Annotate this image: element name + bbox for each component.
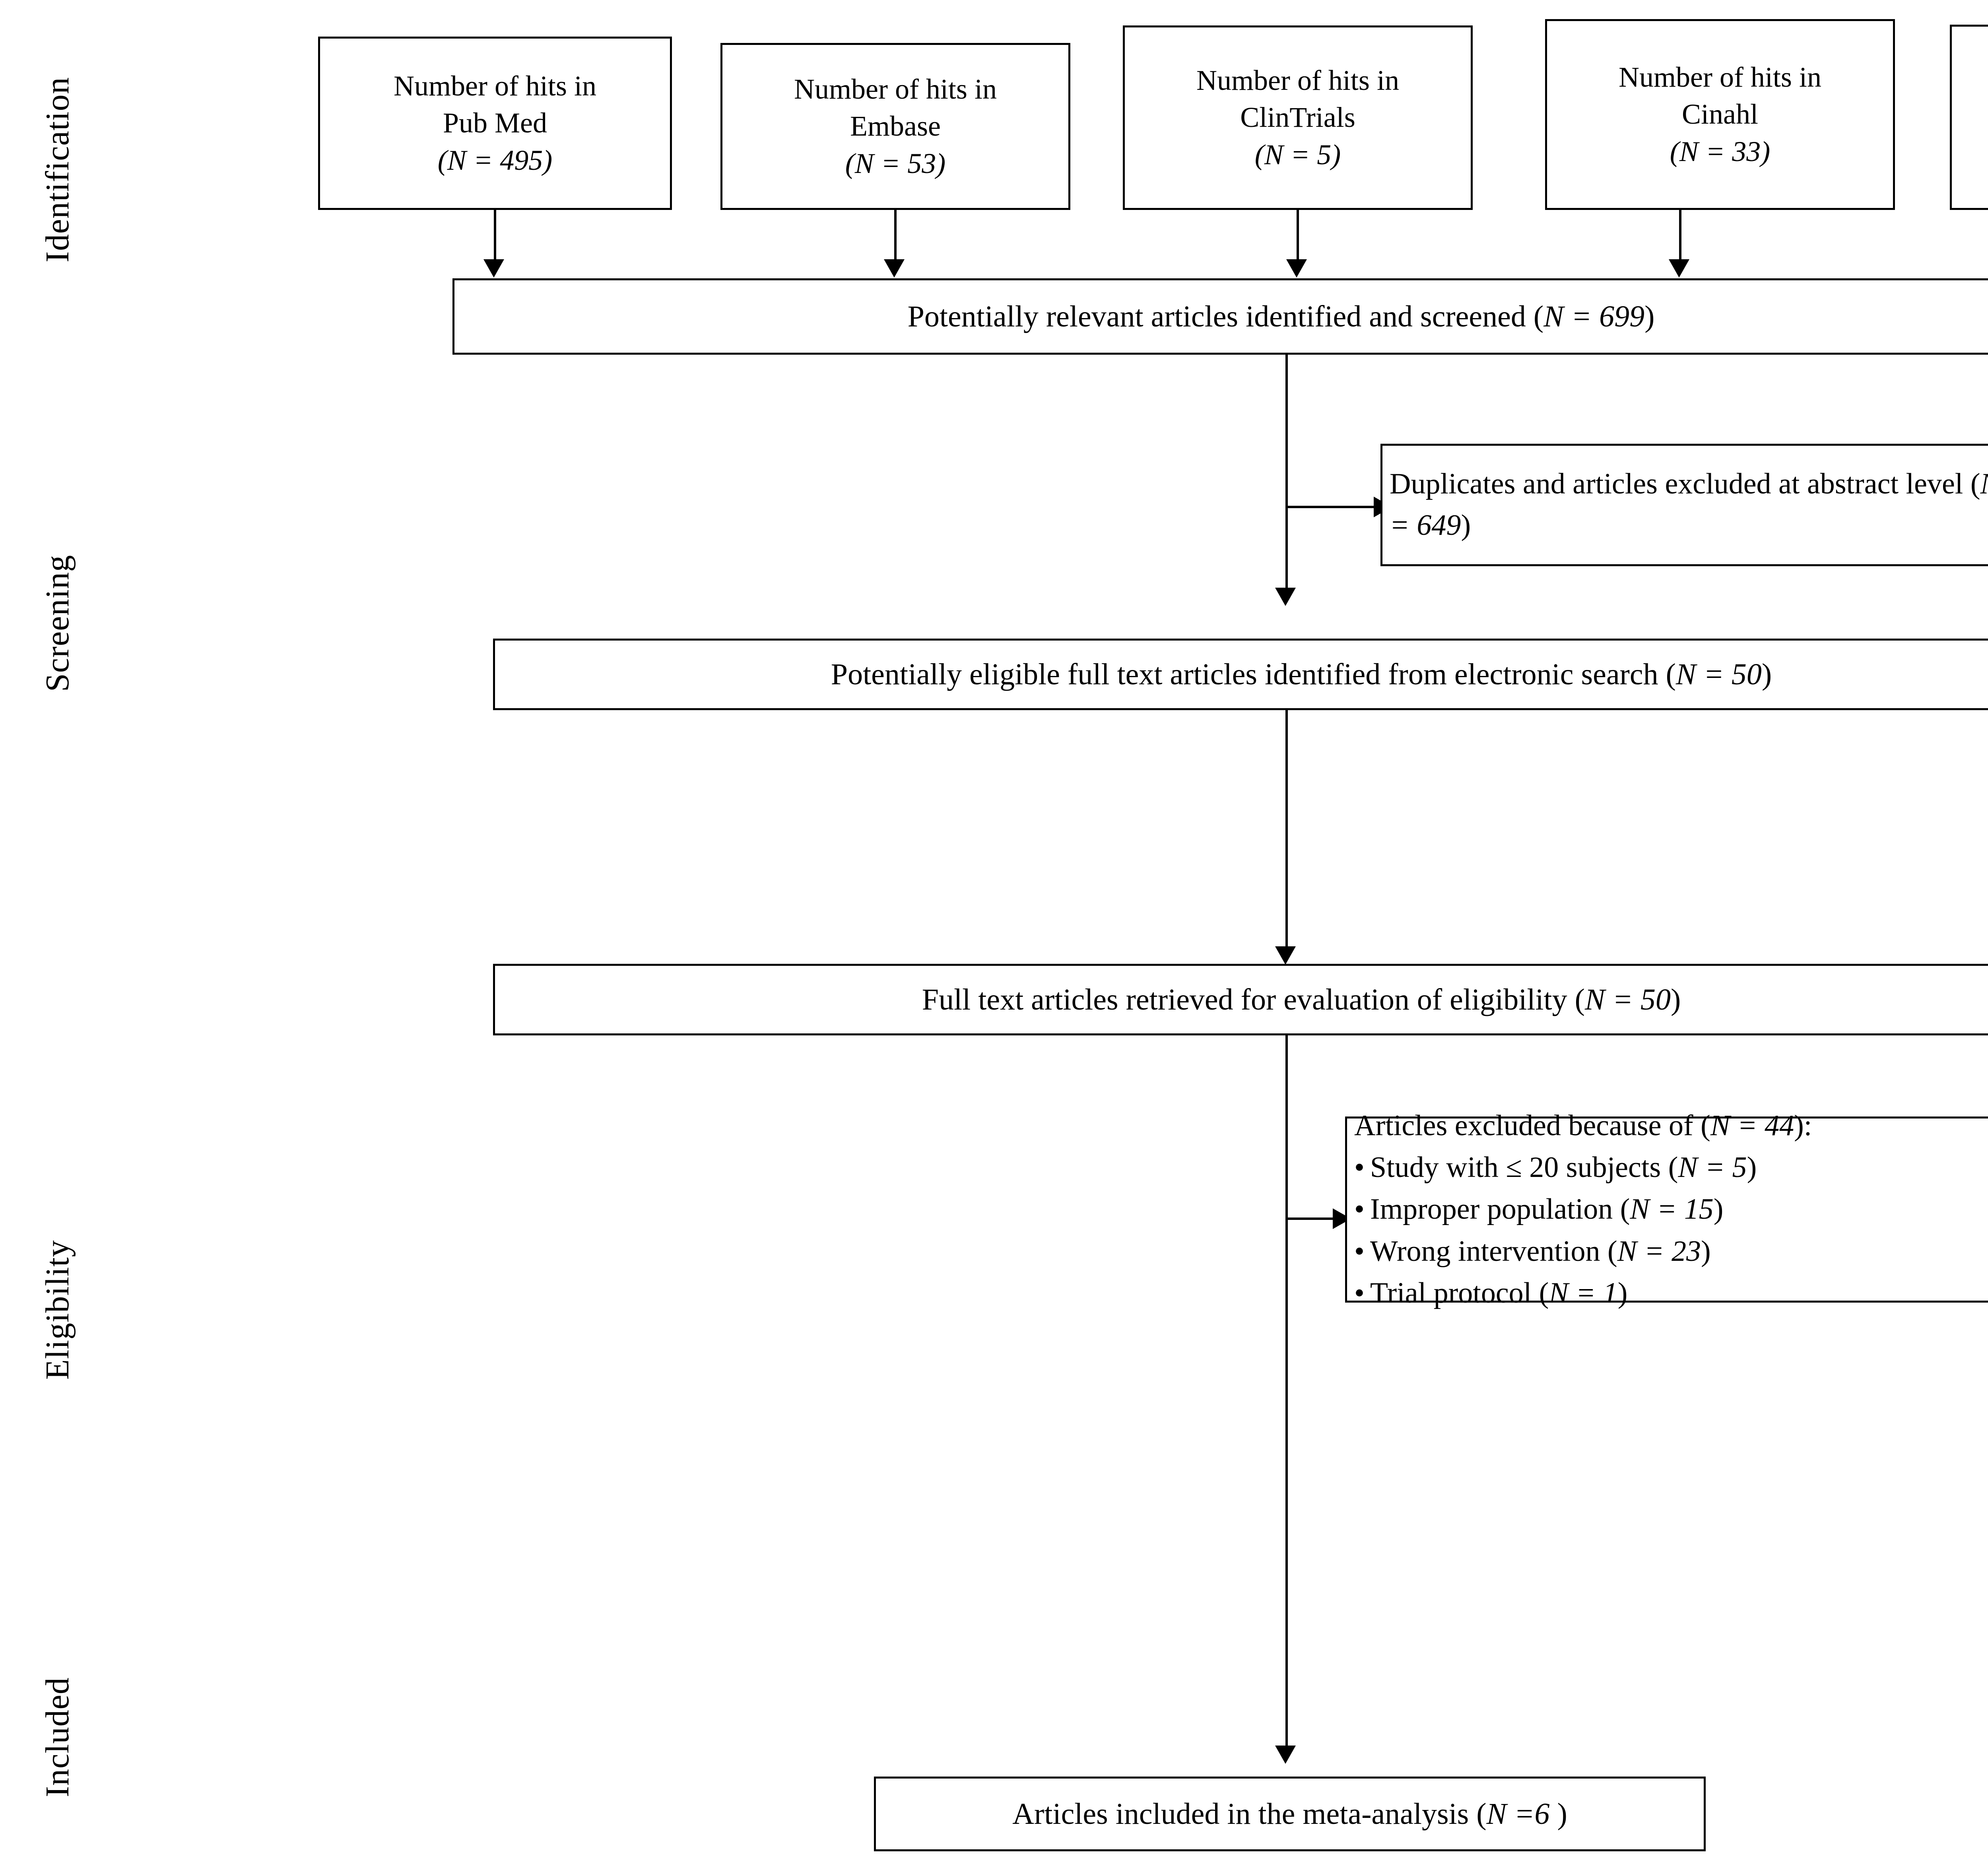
source-box-cinahl: Number of hits in Cinahl (N = 33) — [1545, 19, 1895, 210]
connector-clintrials-to-screened — [1297, 210, 1299, 261]
arrowhead-embase — [884, 259, 905, 278]
source-count: (N = 5) — [1254, 138, 1341, 171]
source-label-line2: ClinTrials — [1240, 101, 1355, 134]
stage-label-included: Included — [39, 1677, 76, 1797]
connector-retrieved-to-included — [1285, 1035, 1288, 1747]
source-count: (N = 53) — [845, 147, 946, 179]
node-box-retrieved: Full text articles retrieved for evaluat… — [493, 964, 1988, 1035]
node-text-included: Articles included in the meta-analysis (… — [1012, 1797, 1567, 1831]
excluded-reason: Improper population (N = 15) — [1354, 1188, 1988, 1230]
excluded-heading: Articles excluded because of (N = 44): — [1354, 1109, 1812, 1142]
duplicates-line2: abstract level (N = 649) — [1390, 468, 1988, 542]
arrowhead-retrieved-to-included — [1275, 1746, 1296, 1764]
node-text-screened: Potentially relevant articles identified… — [907, 299, 1655, 333]
source-label-line2: Cinahl — [1682, 98, 1758, 130]
connector-screened-to-duplicates — [1285, 506, 1376, 508]
source-label-line2: Pub Med — [443, 107, 547, 139]
node-box-included: Articles included in the meta-analysis (… — [874, 1777, 1706, 1851]
source-label-line1: Number of hits in — [1196, 64, 1399, 96]
node-box-eligible: Potentially eligible full text articles … — [493, 639, 1988, 710]
excluded-reason: Study with ≤ 20 subjects (N = 5) — [1354, 1147, 1988, 1188]
stage-label-eligibility: Eligibility — [39, 1240, 76, 1380]
stage-label-identification: Identification — [39, 77, 76, 262]
excluded-reason-list: Study with ≤ 20 subjects (N = 5) Imprope… — [1354, 1147, 1988, 1314]
source-box-pubmed: Number of hits in Pub Med (N = 495) — [318, 37, 672, 210]
arrowhead-pubmed — [483, 259, 504, 278]
arrowhead-clintrials — [1286, 259, 1307, 278]
arrowhead-screened-to-eligible — [1275, 588, 1296, 606]
source-box-webofscience: Number of hits in Web Of Science (N = 11… — [1950, 25, 1988, 210]
node-box-duplicates: Duplicates and articles excluded at abst… — [1380, 444, 1988, 566]
connector-embase-to-screened — [894, 210, 897, 261]
source-count: (N = 33) — [1670, 135, 1771, 167]
source-box-clintrials: Number of hits in ClinTrials (N = 5) — [1123, 25, 1473, 210]
source-box-embase: Number of hits in Embase (N = 53) — [720, 43, 1070, 210]
connector-pubmed-to-screened — [494, 210, 496, 261]
arrowhead-cinahl — [1669, 259, 1689, 278]
source-label-line1: Number of hits in — [1619, 61, 1821, 93]
node-text-eligible: Potentially eligible full text articles … — [831, 657, 1772, 691]
connector-retrieved-to-excluded — [1285, 1218, 1336, 1220]
excluded-reason: Trial protocol (N = 1) — [1354, 1272, 1988, 1314]
arrowhead-eligible-to-retrieved — [1275, 946, 1296, 965]
excluded-reason: Wrong intervention (N = 23) — [1354, 1231, 1988, 1272]
node-text-retrieved: Full text articles retrieved for evaluat… — [922, 983, 1681, 1016]
connector-eligible-to-retrieved — [1285, 710, 1288, 948]
node-box-screened: Potentially relevant articles identified… — [452, 278, 1988, 355]
stage-label-screening: Screening — [39, 555, 76, 692]
duplicates-line1: Duplicates and articles excluded at — [1390, 468, 1800, 501]
connector-screened-to-eligible — [1285, 355, 1288, 589]
source-label-line2: Embase — [850, 110, 941, 142]
source-count: (N = 495) — [437, 144, 553, 176]
source-label-line1: Number of hits in — [794, 73, 997, 105]
node-box-excluded: Articles excluded because of (N = 44): S… — [1345, 1109, 1988, 1309]
source-label-line1: Number of hits in — [394, 70, 596, 102]
connector-cinahl-to-screened — [1679, 210, 1681, 261]
